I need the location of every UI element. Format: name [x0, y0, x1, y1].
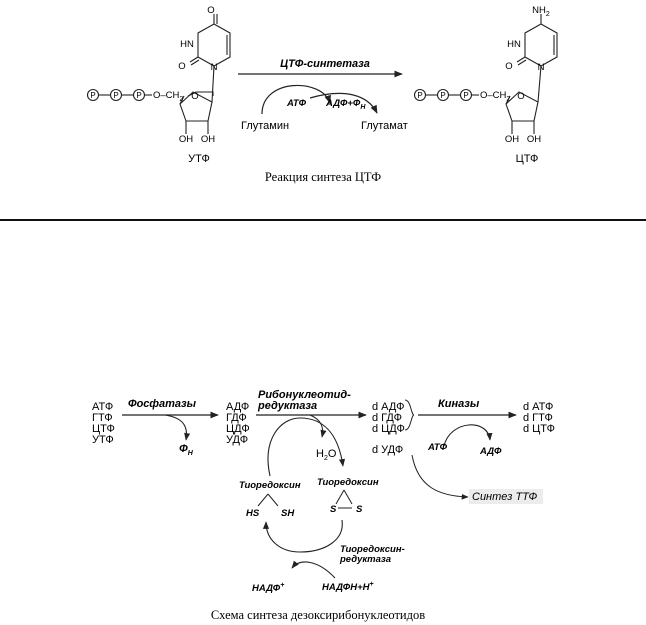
glutamine-label: Глутамин: [241, 120, 289, 132]
ctp-phosphate-label-1: P: [417, 91, 422, 100]
ndp-item-1: АДФ: [226, 401, 249, 413]
utp-ring-o: O: [191, 91, 198, 102]
hs-label: HS: [246, 508, 260, 519]
nadph-arrow: [291, 560, 336, 579]
glutamine-curve-arrow: [309, 92, 378, 114]
fn-label: ФН: [179, 443, 194, 457]
ctp-o-side: O: [505, 61, 512, 72]
ctp-cytosine-ring: [524, 23, 558, 67]
ctp-ring-o: O: [517, 91, 524, 102]
dntp-list: d АТФ d ГТФ d ЦТФ: [523, 401, 555, 435]
ctp-ch2: O–CH2: [480, 90, 510, 103]
utp-molecule: [86, 14, 231, 134]
dntp-item-2: d ГТФ: [523, 412, 553, 424]
phosphatase-label: Фосфатазы: [128, 398, 197, 410]
ntp-item-1: АТФ: [92, 401, 113, 413]
kinases-label: Киназы: [438, 398, 480, 410]
thioredoxin-electron-arrow: [267, 417, 346, 477]
ndp-item-3: ЦДФ: [226, 423, 250, 435]
figure-deoxyribonucleotide-synthesis: АТФ ГТФ ЦТФ УТФ Фосфатазы ФН АДФ ГДФ ЦДФ…: [92, 389, 555, 622]
utp-o-top: O: [207, 5, 214, 16]
utp-hn: HN: [180, 39, 194, 50]
dntp-item-3: d ЦТФ: [523, 423, 555, 435]
phosphate-label-1: P: [90, 91, 95, 100]
utp-ch2: O–CH2: [153, 90, 183, 103]
ctp-n: N: [538, 62, 545, 73]
ttp-synthesis-arrow: [411, 454, 469, 500]
kinase-adp-label: АДФ: [479, 446, 502, 457]
figure2-caption: Схема синтеза дезоксирибонуклеотидов: [211, 608, 425, 622]
ctp-synthetase-label: ЦТФ-синтетаза: [280, 58, 370, 70]
figure1-caption: Реакция синтеза ЦТФ: [265, 170, 381, 184]
thioredoxin-reductase-arrow: [262, 519, 343, 553]
dndp-item-3: d ЦДФ: [372, 423, 405, 435]
ndp-list: АДФ ГДФ ЦДФ УДФ: [226, 401, 250, 446]
rnr-label-line1: Рибонуклеотид-: [258, 389, 351, 401]
utp-oh-2: OH: [201, 134, 215, 145]
ctp-oh-1: OH: [505, 134, 519, 145]
kinase-atp-label: АТФ: [427, 442, 448, 453]
h2o-label: H2O: [316, 448, 337, 462]
ctp-phosphate-label-3: P: [463, 91, 468, 100]
ctp-label: ЦТФ: [516, 153, 539, 165]
sh-label: SH: [281, 508, 295, 519]
dndp-item-1: d АДФ: [372, 401, 404, 413]
ctp-ribose-ring: [505, 91, 539, 122]
thioredoxin-reduced-label: Тиоредоксин: [239, 480, 301, 491]
dndp-list: d АДФ d ГДФ d ЦДФ d УДФ: [372, 401, 405, 456]
atp-curve-arrow: [261, 84, 331, 115]
reaction-arrows: [238, 70, 403, 115]
glutamate-label: Глутамат: [361, 120, 408, 132]
ndp-item-2: ГДФ: [226, 412, 247, 424]
adp-fn-label: АДФ+ФН: [325, 98, 366, 111]
ctp-labels: P P P O–CH2 NH2 O HN N O OH OH ЦТФ: [417, 5, 550, 165]
atp-label: АТФ: [286, 98, 307, 109]
utp-ribose-ring: [179, 91, 213, 122]
ctp-molecule: [413, 14, 558, 134]
nadph-label: НАДФН+Н+: [322, 581, 374, 593]
utp-label: УТФ: [188, 153, 210, 165]
dudp-label: d УДФ: [372, 444, 403, 456]
ntp-item-2: ГТФ: [92, 412, 113, 424]
utp-n: N: [211, 62, 218, 73]
trr-label-line1: Тиоредоксин-: [340, 544, 405, 555]
kinase-atp-arrow: [443, 424, 493, 447]
ntp-item-3: ЦТФ: [92, 423, 115, 435]
figure-ctp-synthesis: P P P O–CH2 O O HN N O OH OH УТФ ЦТФ-син…: [86, 5, 558, 184]
s2-label: S: [356, 504, 363, 515]
phosphate-label-3: P: [136, 91, 141, 100]
utp-oh-1: OH: [179, 134, 193, 145]
ttp-label: Синтез ТТФ: [472, 491, 538, 503]
dntp-item-1: d АТФ: [523, 401, 553, 413]
dndp-item-2: d ГДФ: [372, 412, 402, 424]
s1-label: S: [330, 504, 337, 515]
rnr-label-line2: редуктаза: [257, 400, 317, 412]
utp-uracil-ring: [197, 23, 231, 67]
h2o-arrow: [309, 414, 327, 438]
ctp-oh-2: OH: [527, 134, 541, 145]
ntp-item-4: УТФ: [92, 434, 114, 446]
thioredoxin-oxidized-label: Тиоредоксин: [317, 477, 379, 488]
trr-label-line2: редуктаза: [339, 554, 391, 565]
utp-labels: P P P O–CH2 O O HN N O OH OH УТФ: [90, 5, 217, 165]
ctp-hn: HN: [507, 39, 521, 50]
nadp-label: НАДФ+: [252, 582, 284, 594]
ttp-highlight: [469, 489, 543, 504]
utp-o-side: O: [178, 61, 185, 72]
ctp-phosphate-label-2: P: [440, 91, 445, 100]
dndp-brace: [404, 399, 415, 431]
ctp-nh2: NH2: [532, 5, 550, 18]
ndp-item-4: УДФ: [226, 434, 248, 446]
fn-release-arrow: [164, 414, 191, 441]
phosphate-label-2: P: [113, 91, 118, 100]
ntp-list: АТФ ГТФ ЦТФ УТФ: [92, 401, 115, 446]
